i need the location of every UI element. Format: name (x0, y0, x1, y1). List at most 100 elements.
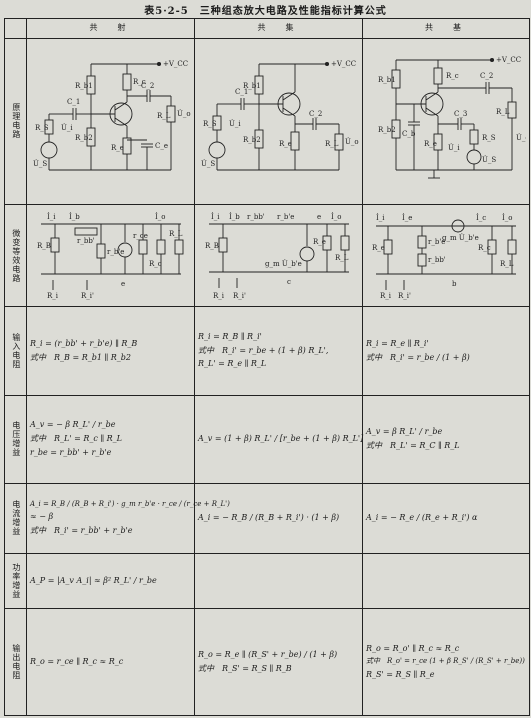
cc-equiv-diagram: İ_i İ_b r_bb' r_b'e e İ_o R_B g_m U̇_b'e… (205, 212, 349, 300)
cc-circuit-diagram: +V_CC R_b1 R_b2 R_e C_2 R_L U̇_o C_1 R_S (201, 60, 359, 171)
svg-text:b: b (452, 280, 457, 288)
row-label-voltage-gain: 电压增益 (11, 421, 21, 458)
svg-text:C_b: C_b (402, 130, 416, 138)
svg-text:İ_i: İ_i (211, 212, 220, 221)
row-voltage-gain: 电压增益 A_v = − β R_L' / r_be 式中 R_L' = R_c… (4, 394, 530, 484)
svg-text:R_i: R_i (380, 292, 392, 300)
row-label-power-gain: 功率增益 (11, 562, 21, 599)
svg-text:+V_CC: +V_CC (496, 56, 521, 64)
svg-text:R_L: R_L (157, 112, 171, 120)
svg-text:C_1: C_1 (235, 88, 248, 96)
cell-cb-equiv: İ_i İ_e İ_c İ_o R_e r_b'e r_bb' g_m U̇_b… (362, 203, 530, 308)
cell-cb-power-gain (362, 552, 530, 610)
svg-text:U̇_o: U̇_o (177, 110, 191, 118)
svg-text:+V_CC: +V_CC (331, 60, 356, 68)
cell-cc-input: R_i = R_B ∥ R_i' 式中 R_i' = r_be + (1 + β… (194, 306, 363, 396)
header-cb: 共 基 (362, 18, 530, 39)
formula-line: R_o = r_ce ∥ R_c ≈ R_c (30, 656, 124, 666)
svg-text:U̇_S: U̇_S (33, 160, 47, 168)
svg-text:U̇_o: U̇_o (345, 138, 359, 146)
svg-text:r_b'e: r_b'e (107, 248, 124, 256)
row-principle-circuit: 原理电路 +V_CC R_b1 R_b2 R_c R_e C_e C_2 (4, 37, 530, 205)
svg-text:R_b2: R_b2 (378, 126, 396, 134)
svg-text:R_e: R_e (313, 238, 326, 246)
svg-text:R_i': R_i' (233, 292, 246, 300)
svg-text:İ_b: İ_b (69, 212, 80, 221)
cell-cc-circuit: +V_CC R_b1 R_b2 R_e C_2 R_L U̇_o C_1 R_S (194, 37, 363, 205)
svg-text:R_i': R_i' (398, 292, 411, 300)
formula-line: 式中 R_o' = r_ce (1 + β R_S' / (R_S' + r_b… (366, 657, 525, 666)
formula-line: R_L' = R_e ∥ R_L (198, 359, 267, 369)
svg-text:R_c: R_c (133, 78, 146, 86)
cell-cb-current-gain: A_i = − R_e / (R_e + R_i') α (362, 482, 530, 554)
svg-text:R_b1: R_b1 (75, 82, 93, 90)
row-label-principle-circuit: 原理电路 (11, 103, 21, 140)
svg-text:R_e: R_e (424, 140, 437, 148)
header-ce: 共 射 (26, 18, 195, 39)
formula-line: R_i = (r_bb' + r_b'e) ∥ R_B (30, 338, 138, 348)
ce-circuit-diagram: +V_CC R_b1 R_b2 R_c R_e C_e C_2 R_L U̇_o (33, 60, 191, 171)
header-cc: 共 集 (194, 18, 363, 39)
cell-cb-circuit: +V_CC R_b1 R_b2 C_b R_c R_e C_3 R_S U̇_S (362, 37, 530, 205)
svg-text:C_2: C_2 (309, 110, 322, 118)
formula-line: R_S' = R_S ∥ R_e (366, 669, 435, 679)
row-label-output-resistance: 输出电阻 (11, 644, 21, 681)
svg-text:R_c: R_c (149, 260, 162, 268)
row-power-gain: 功率增益 A_P = |A_v A_i| ≈ β² R_L' / r_be (4, 552, 530, 610)
svg-text:r_bb': r_bb' (77, 237, 95, 245)
cell-cb-input: R_i = R_e ∥ R_i' 式中 R_i' = r_be / (1 + β… (362, 306, 530, 396)
svg-text:R_S: R_S (482, 134, 496, 142)
svg-text:R_e: R_e (111, 144, 124, 152)
row-equivalent-circuit: 微变等效电路 İ_i İ_b İ_o r_bb' R_B r_b'e r_ce … (4, 203, 530, 308)
svg-text:e: e (121, 280, 125, 288)
ce-vcc-label: +V_CC (163, 60, 188, 68)
formula-line: A_i = R_B / (R_B + R_i') · g_m r_b'e · r… (30, 499, 230, 508)
row-output-resistance: 输出电阻 R_o = r_ce ∥ R_c ≈ R_c R_o = R_e ∥ … (4, 608, 530, 716)
formula-line: 式中 R_L' = R_C ∥ R_L (366, 440, 460, 450)
svg-text:e: e (317, 213, 321, 221)
svg-text:r_b'e: r_b'e (277, 213, 294, 221)
cell-ce-voltage-gain: A_v = − β R_L' / r_be 式中 R_L' = R_c ∥ R_… (26, 394, 195, 484)
row-current-gain: 电流增益 A_i = R_B / (R_B + R_i') · g_m r_b'… (4, 482, 530, 554)
formula-line: r_be = r_bb' + r_b'e (30, 447, 112, 457)
svg-text:R_L: R_L (496, 108, 510, 116)
formula-line: A_P = |A_v A_i| ≈ β² R_L' / r_be (30, 575, 157, 585)
formula-line: R_o = R_e ∥ (R_S' + r_be) / (1 + β) (198, 649, 338, 659)
svg-text:U̇_i: U̇_i (448, 144, 460, 152)
svg-text:C_2: C_2 (480, 72, 493, 80)
svg-text:C_1: C_1 (67, 98, 80, 106)
table-title: 表5·2-5 三种组态放大电路及性能指标计算公式 (144, 6, 387, 17)
svg-text:R_B: R_B (205, 242, 219, 250)
cell-cc-equiv: İ_i İ_b r_bb' r_b'e e İ_o R_B g_m U̇_b'e… (194, 203, 363, 308)
svg-text:r_ce: r_ce (133, 232, 148, 240)
svg-text:C_3: C_3 (454, 110, 467, 118)
formula-line: 式中 R_B = R_b1 ∥ R_b2 (30, 352, 131, 362)
formula-line: R_i = R_B ∥ R_i' (198, 331, 262, 341)
cell-ce-input: R_i = (r_bb' + r_b'e) ∥ R_B 式中 R_B = R_b… (26, 306, 195, 396)
row-input-resistance: 输入电阻 R_i = (r_bb' + r_b'e) ∥ R_B 式中 R_B … (4, 306, 530, 396)
formula-line: 式中 R_L' = R_c ∥ R_L (30, 433, 122, 443)
cell-cc-power-gain (194, 552, 363, 610)
svg-text:R_L: R_L (500, 260, 514, 268)
svg-text:İ_o: İ_o (155, 212, 165, 221)
svg-text:R_S: R_S (35, 124, 49, 132)
svg-text:R_b1: R_b1 (243, 82, 261, 90)
cell-ce-equiv: İ_i İ_b İ_o r_bb' R_B r_b'e r_ce R_c R_L (26, 203, 195, 308)
svg-text:R_i: R_i (47, 292, 59, 300)
svg-text:İ_e: İ_e (402, 213, 412, 222)
cell-ce-output: R_o = r_ce ∥ R_c ≈ R_c (26, 608, 195, 716)
svg-text:g_m U̇_b'e: g_m U̇_b'e (442, 233, 479, 241)
svg-text:R_c: R_c (446, 72, 459, 80)
formula-line: A_v = β R_L' / r_be (366, 427, 443, 437)
row-label-input-resistance: 输入电阻 (11, 333, 21, 370)
cell-ce-power-gain: A_P = |A_v A_i| ≈ β² R_L' / r_be (26, 552, 195, 610)
svg-text:R_b1: R_b1 (378, 76, 396, 84)
svg-text:İ_c: İ_c (476, 213, 486, 222)
svg-text:g_m U̇_b'e: g_m U̇_b'e (265, 259, 302, 267)
svg-text:İ_i: İ_i (47, 212, 56, 221)
formula-line: R_o = R_o' ∥ R_c ≈ R_c (366, 643, 460, 653)
formula-line: A_v = (1 + β) R_L' / [r_be + (1 + β) R_L… (198, 433, 364, 443)
svg-text:İ_b: İ_b (229, 212, 240, 221)
corner-cell (4, 18, 27, 39)
